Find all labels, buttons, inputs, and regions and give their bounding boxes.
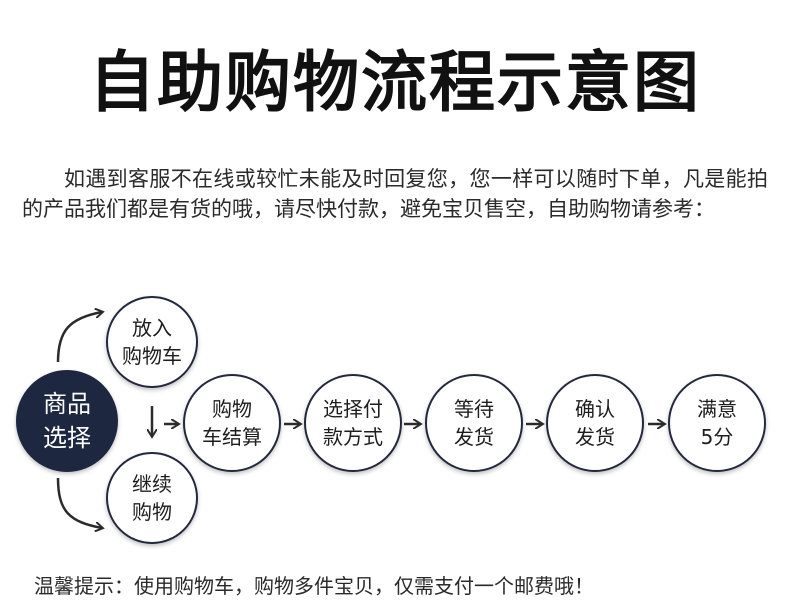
node-add-to-cart-label: 放入 购物车 xyxy=(122,316,182,368)
node-checkout: 购物 车结算 xyxy=(183,374,281,472)
node-continue-shopping-label: 继续 购物 xyxy=(132,472,172,524)
curve-arrow-to-add-to-cart xyxy=(56,312,102,363)
node-confirm-shipping-label: 确认 发货 xyxy=(575,397,615,449)
node-satisfied-label: 满意 5分 xyxy=(697,397,737,449)
node-checkout-label: 购物 车结算 xyxy=(202,397,262,449)
node-confirm-shipping: 确认 发货 xyxy=(546,374,644,472)
page-title: 自助购物流程示意图 xyxy=(89,44,701,121)
node-add-to-cart: 放入 购物车 xyxy=(106,296,198,388)
node-wait-shipping-label: 等待 发货 xyxy=(454,397,494,449)
curve-arrow-to-continue-shopping xyxy=(56,477,102,528)
node-wait-shipping: 等待 发货 xyxy=(425,374,523,472)
intro-paragraph: 如遇到客服不在线或较忙未能及时回复您，您一样可以随时下单，凡是能拍的产品我们都是… xyxy=(22,167,768,221)
node-continue-shopping: 继续 购物 xyxy=(106,452,198,544)
node-payment-method-label: 选择付 款方式 xyxy=(323,397,383,449)
node-satisfied: 满意 5分 xyxy=(668,374,766,472)
node-product-selection-label: 商品 选择 xyxy=(43,390,91,452)
node-product-selection: 商品 选择 xyxy=(16,370,118,472)
warm-tip: 温馨提示：使用购物车，购物多件宝贝，仅需支付一个邮费哦！ xyxy=(34,574,594,598)
node-payment-method: 选择付 款方式 xyxy=(304,374,402,472)
